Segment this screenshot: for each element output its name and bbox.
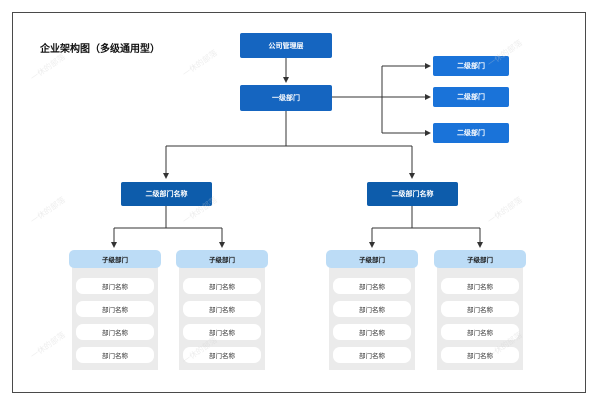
node-side-1: 二级部门 <box>433 56 509 76</box>
node-side-2: 二级部门 <box>433 87 509 107</box>
group-1-item-2: 部门名称 <box>76 301 154 317</box>
diagram-title: 企业架构图（多级通用型） <box>40 44 160 55</box>
group-3-item-3: 部门名称 <box>333 324 411 340</box>
group-4-header: 子级部门 <box>434 250 526 268</box>
group-1-item-3: 部门名称 <box>76 324 154 340</box>
node-root: 公司管理层 <box>240 33 332 58</box>
group-3-item-4: 部门名称 <box>333 347 411 363</box>
group-2-header: 子级部门 <box>176 250 268 268</box>
group-1-item-1: 部门名称 <box>76 278 154 294</box>
group-1-header: 子级部门 <box>69 250 161 268</box>
node-level2-right: 二级部门名称 <box>367 182 458 206</box>
group-4-item-2: 部门名称 <box>441 301 519 317</box>
group-3-item-2: 部门名称 <box>333 301 411 317</box>
group-2-item-4: 部门名称 <box>183 347 261 363</box>
group-4-item-4: 部门名称 <box>441 347 519 363</box>
group-4-item-3: 部门名称 <box>441 324 519 340</box>
group-1-item-4: 部门名称 <box>76 347 154 363</box>
node-side-3: 二级部门 <box>433 123 509 143</box>
group-2-item-1: 部门名称 <box>183 278 261 294</box>
group-2-item-3: 部门名称 <box>183 324 261 340</box>
group-2-item-2: 部门名称 <box>183 301 261 317</box>
node-level2-left: 二级部门名称 <box>121 182 212 206</box>
diagram-frame <box>12 12 586 393</box>
group-4-item-1: 部门名称 <box>441 278 519 294</box>
node-level1: 一级部门 <box>240 85 332 111</box>
group-3-header: 子级部门 <box>326 250 418 268</box>
group-3-item-1: 部门名称 <box>333 278 411 294</box>
